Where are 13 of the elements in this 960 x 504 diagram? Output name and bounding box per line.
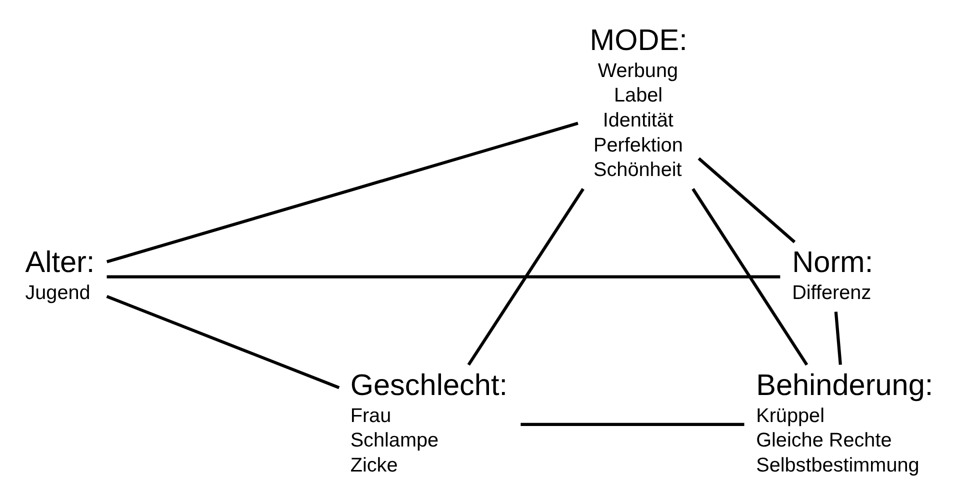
node-text: Alter: Jugend <box>25 246 95 304</box>
node-text: Norm: Differenz <box>792 246 874 304</box>
connector <box>106 295 340 390</box>
connector <box>467 188 584 366</box>
node-text: MODE: Werbung Label Identität Perfektion Schönheit <box>590 24 688 182</box>
connector <box>520 422 744 426</box>
node-text: Behinderung: Krüppel Gleiche Rechte Selbstbestimmung <box>756 368 934 476</box>
connector <box>834 312 842 365</box>
connector <box>106 275 780 278</box>
connector <box>698 157 796 244</box>
node-text: Geschlecht: Frau Schlampe Zicke <box>350 368 508 476</box>
connector <box>692 188 808 366</box>
connector <box>106 122 578 264</box>
